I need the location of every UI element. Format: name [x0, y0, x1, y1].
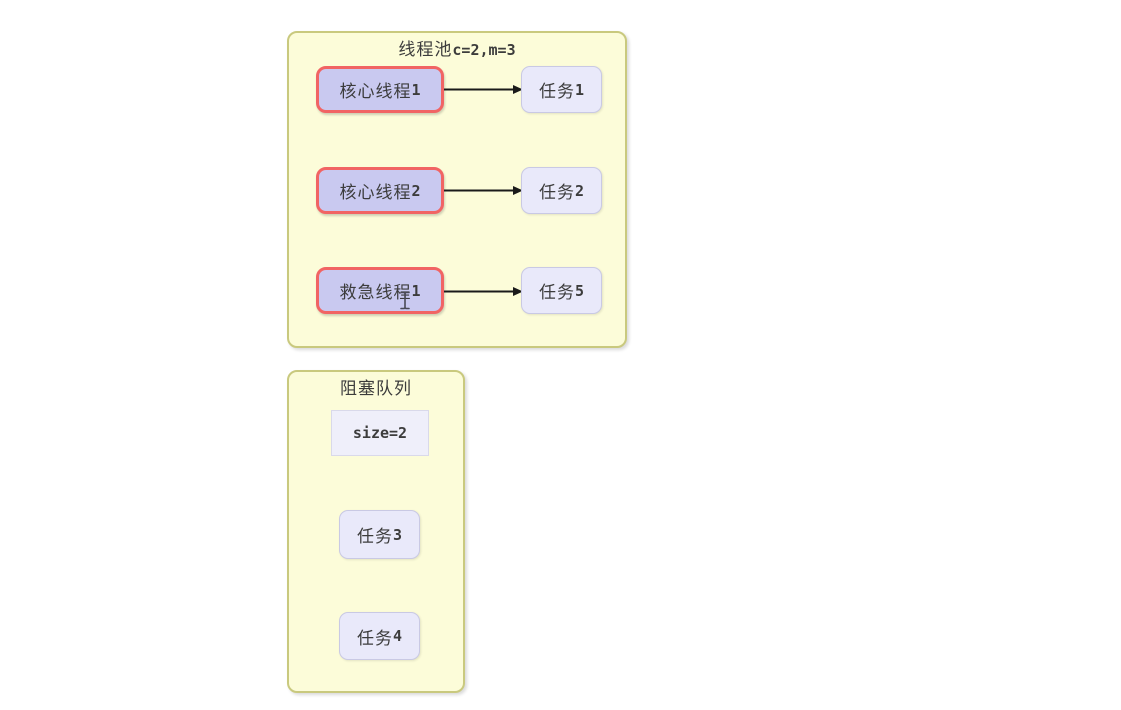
thread-pool-title-params: c=2,m=3: [452, 41, 516, 59]
core-thread-2-number: 2: [411, 181, 421, 200]
queue-size-label: size=2: [352, 424, 408, 442]
queue-size-box: size=2: [331, 410, 429, 456]
arrowhead-icon: [513, 186, 523, 195]
task-4-label: 任务: [356, 628, 393, 649]
blocking-queue-title-text: 阻塞队列: [340, 379, 412, 399]
task-2-number: 2: [574, 181, 585, 200]
core-thread-1-label: 核心线程: [339, 82, 412, 102]
task-5-number: 5: [574, 281, 585, 300]
text-ibeam-cursor-icon: [400, 291, 410, 310]
core-thread-2-label: 核心线程: [339, 183, 412, 203]
task-2-label: 任务: [538, 183, 575, 203]
emergency-thread-1-label: 救急线程: [339, 283, 412, 303]
task-1-label: 任务: [538, 82, 575, 102]
thread-pool-title: 线程池c=2,m=3: [289, 35, 625, 60]
arrowhead-icon: [513, 85, 523, 94]
arrow-core-thread-1-to-task-1: [444, 85, 523, 94]
task-3-number: 3: [392, 525, 403, 544]
core-thread-1-number: 1: [411, 80, 421, 99]
task-4-number: 4: [392, 627, 403, 645]
arrow-emergency-thread-1-to-task-5: [444, 287, 523, 296]
arrow-core-thread-2-to-task-2: [444, 186, 523, 195]
task-3-label: 任务: [356, 527, 393, 547]
blocking-queue-title: 阻塞队列: [289, 374, 463, 399]
task-5-label: 任务: [538, 283, 575, 303]
thread-pool-title-text: 线程池: [398, 40, 453, 60]
task-1-number: 1: [574, 80, 585, 99]
emergency-thread-1-number: 1: [411, 281, 421, 300]
arrowhead-icon: [513, 287, 523, 296]
